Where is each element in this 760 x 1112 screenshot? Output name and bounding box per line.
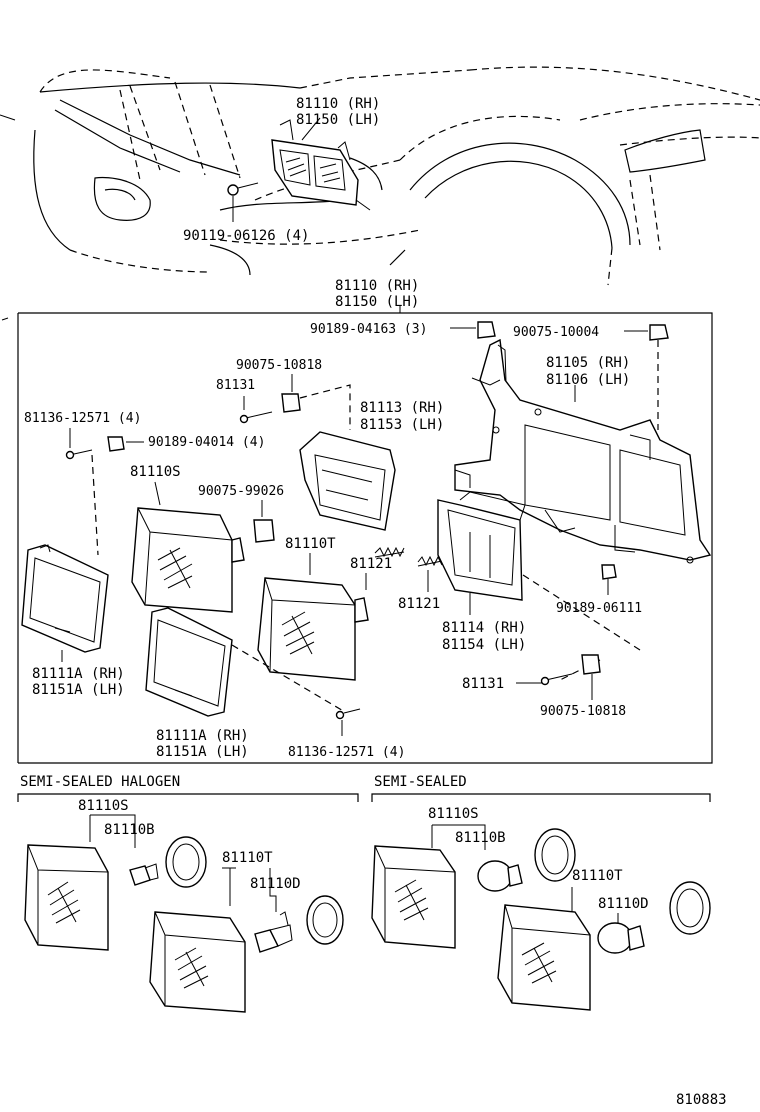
label-ss-unit-t: 81110T [572,868,623,884]
headlamp-unit-81110s [131,507,245,613]
housing-81113 [299,431,396,531]
section-title-sealed: SEMI-SEALED [374,774,467,790]
label-housing-lh: 81153 (LH) [360,417,444,433]
label-unit-t: 81110T [285,536,336,552]
screw-81131-a [239,396,273,424]
label-top-screw: 90119-06126 (4) [183,228,309,244]
label-nut-top-r: 90075-10004 [513,325,599,340]
label-nut-top: 90189-04163 (3) [310,322,427,337]
label-screw-81131-b: 81131 [462,676,504,692]
label-ss-bulb-d: 81110D [598,896,649,912]
nut-90075-10818-b [581,654,601,700]
label-screw-81131-a: 81131 [216,378,255,393]
spring-81121-a [374,546,405,558]
halogen-unit-81110t [149,911,246,1013]
label-ring-b-lh: 81151A (LH) [156,744,249,760]
label-ring-a-rh: 81111A (RH) [32,666,125,682]
label-top-hl-rh: 81110 (RH) [296,96,380,112]
diagram-number: 810883 [676,1092,727,1108]
nut-90189-06111 [601,564,617,595]
halogen-unit-81110s [24,844,109,951]
label-nut-06111: 90189-06111 [556,601,642,616]
sealed-unit-81110t [497,904,591,1011]
label-ss-bulb-b: 81110B [455,830,506,846]
label-ring-a-lh: 81151A (LH) [32,682,125,698]
sealed-bulb-81110d [597,881,711,954]
label-screw-12571-a: 81136-12571 (4) [24,411,141,426]
label-housing-rh: 81113 (RH) [360,400,444,416]
label-hal-unit-t: 81110T [222,850,273,866]
label-group-lh: 81150 (LH) [335,294,419,310]
spring-81121-b [417,555,443,567]
label-hal-unit-s: 81110S [78,798,129,814]
label-bracket-rh: 81105 (RH) [546,355,630,371]
halogen-bulb-81110b [129,836,207,888]
label-frame2-rh: 81114 (RH) [442,620,526,636]
label-spring-b: 81121 [398,596,440,612]
nut-90075-99026 [253,500,275,543]
nut-90075-10818-a [281,374,351,430]
label-top-hl-lh: 81150 (LH) [296,112,380,128]
screw-81136-12571-a [65,428,99,556]
nut-90189-04163 [450,321,496,339]
label-nut-99026: 90075-99026 [198,484,284,499]
label-hal-bulb-d: 81110D [250,876,301,892]
label-ring-b-rh: 81111A (RH) [156,728,249,744]
label-bracket-lh: 81106 (LH) [546,372,630,388]
halogen-bulb-81110d [254,895,344,953]
frame-81114 [437,491,526,601]
label-hal-bulb-b: 81110B [104,822,155,838]
headlamp-unit-81110t [257,577,369,681]
label-ss-unit-s: 81110S [428,806,479,822]
sealed-unit-81110s [371,845,456,949]
exploded-view-box [1,306,713,764]
screw-81136-12571-b [335,708,361,736]
label-frame2-lh: 81154 (LH) [442,637,526,653]
car-front-illustration [0,66,760,286]
label-spring-a: 81121 [350,556,392,572]
screw-81131-b [516,673,573,686]
label-screw-12571-b: 81136-12571 (4) [288,745,405,760]
nut-90189-04014 [107,436,144,452]
nut-90075-10004 [624,324,669,430]
retaining-ring-81111a-center [145,607,346,717]
label-nut-04014: 90189-04014 (4) [148,435,265,450]
section-title-halogen: SEMI-SEALED HALOGEN [20,774,180,790]
label-nut-10818-b: 90075-10818 [540,704,626,719]
mounting-bracket [454,338,712,564]
label-unit-s: 81110S [130,464,181,480]
retaining-ring-81111a-left [21,544,109,653]
sealed-bulb-81110b [477,828,576,892]
label-group-rh: 81110 (RH) [335,278,419,294]
label-nut-10818-a: 90075-10818 [236,358,322,373]
